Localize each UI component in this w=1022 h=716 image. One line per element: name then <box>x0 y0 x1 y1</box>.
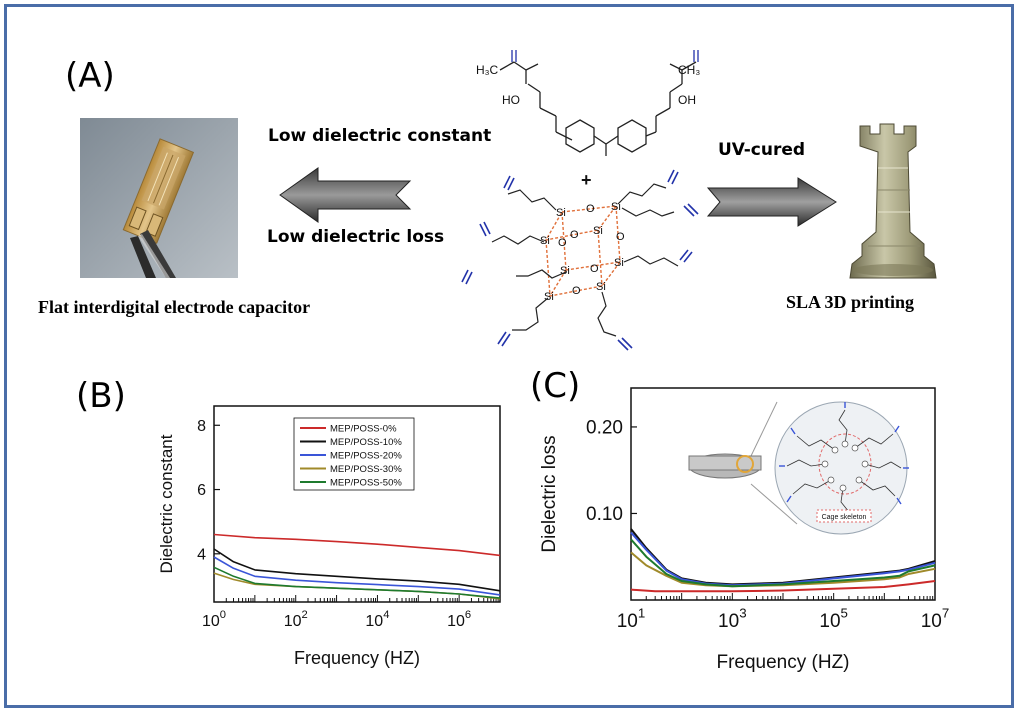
atom-si-1: Si <box>556 207 566 219</box>
x-tick-label: 100 <box>202 609 226 630</box>
series-line-2 <box>213 548 501 592</box>
x-tick-label: 104 <box>365 609 389 630</box>
atom-si-3: Si <box>593 225 603 237</box>
series-line-1 <box>630 580 936 593</box>
figure-frame <box>4 4 1014 708</box>
inset-illustration: Cage skeleton <box>688 401 909 535</box>
right-arrow <box>706 177 837 227</box>
chemical-structure: H₃C CH₃ HO OH + Si Si Si Si Si Si Si Si … <box>461 50 700 351</box>
panel-c-label: (C) <box>530 366 581 406</box>
series-line-5 <box>213 566 501 599</box>
y-tick-label: 6 <box>197 482 206 499</box>
x-axis-label-b: Frequency (HZ) <box>294 648 420 668</box>
atom-o-3: O <box>590 263 599 275</box>
atom-o-2: O <box>570 229 579 241</box>
atom-o-4: O <box>572 285 581 297</box>
capacitor-photo <box>80 118 238 278</box>
plus-sign: + <box>581 170 592 190</box>
chem-ch3-right: CH₃ <box>678 63 700 77</box>
legend-label: MEP/POSS-50% <box>330 478 402 489</box>
atom-si-5: Si <box>560 265 570 277</box>
x-tick-label: 101 <box>617 606 646 633</box>
panel-b-label: (B) <box>76 376 126 416</box>
printed-rook-photo <box>849 123 937 279</box>
legend-label: MEP/POSS-10% <box>330 437 402 448</box>
y-axis-label-b: Dielectric constant <box>157 434 176 573</box>
series-line-5 <box>630 538 936 588</box>
uv-cured-label: UV-cured <box>718 140 806 160</box>
y-tick-label: 4 <box>197 546 206 563</box>
x-tick-label: 103 <box>718 606 747 633</box>
low-dielectric-loss-label: Low dielectric loss <box>267 227 445 247</box>
x-tick-label: 106 <box>447 609 471 630</box>
x-axis-label-c: Frequency (HZ) <box>716 652 849 673</box>
atom-si-8: Si <box>544 291 554 303</box>
atom-si-7: Si <box>596 281 606 293</box>
chem-oh-right: OH <box>678 93 696 107</box>
x-tick-label: 102 <box>284 609 308 630</box>
series-line-3 <box>213 556 501 596</box>
legend-label: MEP/POSS-30% <box>330 464 402 475</box>
legend-label: MEP/POSS-0% <box>330 424 397 435</box>
series-line-4 <box>630 551 936 588</box>
chem-ho-left: HO <box>502 93 520 107</box>
dielectric-constant-chart: 4 6 8 100 102 104 106 MEP/POSS-0% MEP/POSS-10%… <box>157 405 501 668</box>
y-tick-label: 8 <box>197 418 206 435</box>
panel-a-label: (A) <box>65 56 115 96</box>
atom-o-6: O <box>616 231 625 243</box>
capacitor-caption: Flat interdigital electrode capacitor <box>38 297 311 317</box>
chem-h3c-left: H₃C <box>476 63 499 77</box>
x-tick-label: 107 <box>921 606 950 633</box>
atom-si-6: Si <box>614 257 624 269</box>
atom-o-5: O <box>558 237 567 249</box>
x-tick-label: 105 <box>819 606 848 633</box>
legend-label: MEP/POSS-20% <box>330 451 402 462</box>
sla-caption: SLA 3D printing <box>786 292 915 312</box>
y-axis-label-c: Dielectric loss <box>539 435 560 552</box>
atom-si-4: Si <box>540 235 550 247</box>
y-tick-label: 0.10 <box>586 504 623 525</box>
cage-skeleton-label: Cage skeleton <box>822 514 867 521</box>
dielectric-loss-chart: 0.10 0.20 101 103 105 107 Dielectric loss Fr… <box>539 387 950 673</box>
y-tick-label: 0.20 <box>586 418 623 439</box>
plot-area-b <box>213 405 501 603</box>
series-line-1 <box>213 533 501 557</box>
low-dielectric-constant-label: Low dielectric constant <box>268 126 492 146</box>
atom-si-2: Si <box>611 201 621 213</box>
atom-o-1: O <box>586 203 595 215</box>
left-arrow <box>279 167 412 223</box>
